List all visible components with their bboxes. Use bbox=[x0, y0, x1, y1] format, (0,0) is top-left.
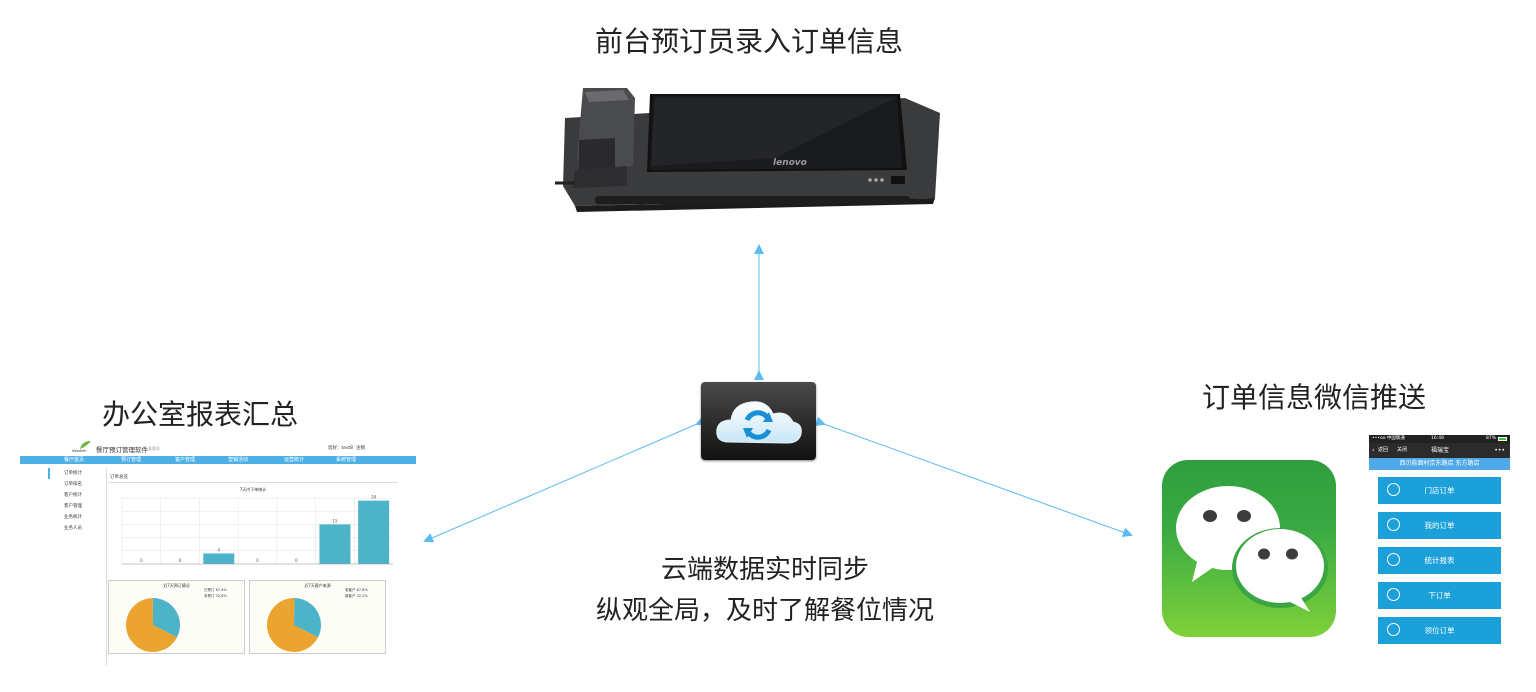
arrow-cloud-wechat bbox=[814, 416, 1133, 537]
bar-label-4: 0 bbox=[295, 558, 298, 563]
office-caption: 办公室报表汇总 bbox=[102, 398, 299, 431]
dashboard-content: 订单总览 7天内下单统计 0 0 4 0 0 15 24 近7天预订情况 已预订 67.4%… bbox=[108, 468, 408, 666]
office-report-dashboard: Needleh 餐厅预订管理软件 标准版本 您好：test8 注销 餐厅首页 预… bbox=[20, 438, 416, 666]
pie2-slice-1 bbox=[294, 598, 321, 638]
pie2-legend-1: 老客户 67.8% bbox=[345, 588, 368, 592]
battery-icon bbox=[1498, 437, 1507, 441]
pie2-chart bbox=[267, 598, 321, 652]
sidebar-item-staff[interactable]: 业务人员 bbox=[64, 526, 82, 531]
brand-text: Needleh bbox=[72, 449, 87, 453]
pie1-legend-2: 未预订 32.6% bbox=[204, 594, 227, 598]
sidebar-item-business-stats[interactable]: 业务统计 bbox=[64, 515, 82, 520]
nav-item-booking[interactable]: 预订管理 bbox=[121, 457, 142, 463]
nav-item-system[interactable]: 系统管理 bbox=[336, 457, 357, 463]
bar-5 bbox=[319, 524, 351, 564]
app-title: 餐厅预订管理软件 bbox=[96, 446, 148, 454]
nav-item-home[interactable]: 餐厅首页 bbox=[64, 457, 85, 463]
pie2-legend-2: 新客户 32.2% bbox=[345, 594, 368, 598]
store-address: 西贝莜面村京东路店 东方路店 bbox=[1369, 458, 1510, 470]
bar-chart-icon bbox=[1387, 553, 1400, 566]
bar-chart-title: 7天内下单统计 bbox=[239, 487, 267, 492]
seating-orders-button[interactable]: 领位订单 bbox=[1378, 617, 1501, 644]
nav-item-marketing[interactable]: 营销活动 bbox=[228, 457, 249, 463]
lenovo-logo: lenovo bbox=[773, 158, 807, 168]
clock-text: 16:48 bbox=[1431, 436, 1444, 441]
carrier-text: •••oo 中国联通 bbox=[1372, 436, 1405, 441]
logout-link[interactable]: 注销 bbox=[356, 446, 365, 451]
wechat-phone-screen: •••oo 中国联通 16:48 87% ‹ 返回 关闭 福瑞宝 ••• 西贝莜… bbox=[1369, 435, 1510, 650]
seat-icon bbox=[1387, 623, 1400, 636]
bar-6 bbox=[358, 500, 390, 564]
device-caption: 前台预订员录入订单信息 bbox=[595, 25, 904, 58]
user-greeting: 您好：test8 bbox=[328, 446, 354, 451]
cloud-sync-icon bbox=[701, 382, 816, 460]
sidebar-item-customer-stats[interactable]: 客户统计 bbox=[64, 493, 82, 498]
sidebar-item-order-rank[interactable]: 订单排名 bbox=[64, 482, 82, 487]
bar-label-2: 4 bbox=[218, 547, 221, 552]
bar-2 bbox=[203, 553, 235, 564]
dashboard-header: Needleh 餐厅预订管理软件 标准版本 您好：test8 注销 bbox=[20, 438, 416, 457]
sidebar-item-order-stats[interactable]: 订单统计 bbox=[48, 468, 106, 479]
sidebar-item-customer-mgmt[interactable]: 客户管理 bbox=[64, 504, 82, 509]
pie2-slice-0 bbox=[267, 598, 319, 652]
clipboard-icon bbox=[1387, 518, 1400, 531]
phone-title-bar: ‹ 返回 关闭 福瑞宝 ••• bbox=[1369, 443, 1510, 458]
dashboard-sidebar: 订单统计 订单排名 客户统计 客户管理 业务统计 业务人员 bbox=[48, 468, 107, 666]
nav-item-stats[interactable]: 运营统计 bbox=[284, 457, 305, 463]
pie1-legend-1: 已预订 67.4% bbox=[204, 588, 227, 592]
bar-chart: 0 0 4 0 0 15 24 bbox=[121, 495, 393, 565]
wechat-icon bbox=[1162, 460, 1336, 637]
place-order-button[interactable]: 下订单 bbox=[1378, 582, 1501, 609]
leaf-logo-icon bbox=[80, 441, 91, 449]
edition-text: 标准版本 bbox=[144, 446, 160, 451]
pie-panel-source: 近7天客户来源 老客户 67.8% 新客户 32.2% bbox=[249, 580, 386, 654]
arrow-cloud-office bbox=[423, 416, 707, 543]
pie1-title: 近7天预订情况 bbox=[163, 583, 190, 588]
pie1-slice-0 bbox=[126, 598, 178, 652]
pos-terminal-device: lenovo bbox=[555, 88, 945, 213]
content-title: 订单总览 bbox=[110, 475, 128, 480]
bar-label-3: 0 bbox=[256, 558, 259, 563]
stats-report-button[interactable]: 统计报表 bbox=[1378, 547, 1501, 574]
back-chevron-icon[interactable]: ‹ bbox=[1372, 447, 1375, 454]
sync-caption-line1: 云端数据实时同步 bbox=[660, 555, 869, 585]
store-orders-button[interactable]: 门店订单 bbox=[1378, 477, 1501, 504]
pie1-chart bbox=[126, 598, 180, 652]
dashboard-nav: 餐厅首页 预订管理 客户管理 营销活动 运营统计 系统管理 bbox=[20, 456, 416, 464]
pie-panel-booking: 近7天预订情况 已预订 67.4% 未预订 32.6% bbox=[108, 580, 245, 654]
document-icon bbox=[1387, 483, 1400, 496]
battery-text: 87% bbox=[1485, 436, 1496, 441]
pie1-slice-1 bbox=[152, 598, 180, 638]
back-button[interactable]: 返回 bbox=[1378, 447, 1389, 453]
nav-item-customers[interactable]: 客户管理 bbox=[175, 457, 196, 463]
sync-caption-line2: 纵观全局，及时了解餐位情况 bbox=[595, 596, 934, 626]
bar-label-1: 0 bbox=[179, 558, 182, 563]
phone-title: 福瑞宝 bbox=[1431, 447, 1450, 454]
more-button[interactable]: ••• bbox=[1494, 447, 1505, 454]
order-icon bbox=[1387, 588, 1400, 601]
close-button[interactable]: 关闭 bbox=[1397, 447, 1408, 453]
bar-label-6: 24 bbox=[371, 495, 377, 500]
wechat-caption: 订单信息微信推送 bbox=[1202, 381, 1427, 414]
pie2-title: 近7天客户来源 bbox=[304, 583, 331, 588]
my-orders-button[interactable]: 我的订单 bbox=[1378, 512, 1501, 539]
phone-status-bar: •••oo 中国联通 16:48 87% bbox=[1369, 435, 1510, 443]
bar-label-5: 15 bbox=[332, 518, 338, 523]
bar-label-0: 0 bbox=[140, 558, 143, 563]
